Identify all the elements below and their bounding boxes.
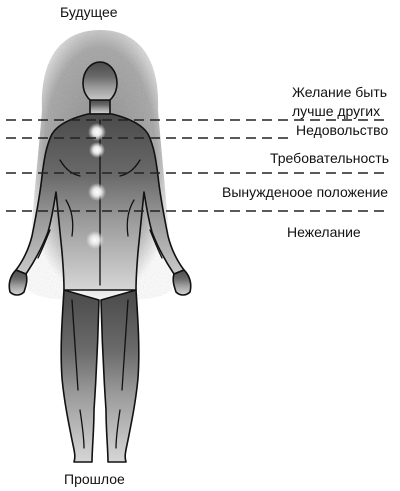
level-label-desire-line2: лучше других [292, 103, 381, 119]
muscle-details [37, 119, 163, 449]
level-label-demanding: Требовательность [270, 150, 390, 166]
energy-points [86, 123, 106, 249]
level-label-forced: Вынужденоое положение [222, 184, 389, 200]
energy-point-abdomen [86, 231, 104, 249]
level-label-discontent: Недовольство [296, 122, 389, 138]
level-label-unwilling: Нежелание [287, 224, 361, 240]
future-label: Будущее [60, 4, 118, 20]
energy-point-chest [88, 183, 106, 201]
energy-point-neck [89, 142, 105, 158]
energy-point-throat [88, 123, 106, 141]
past-label: Прошлое [64, 471, 125, 487]
level-label-desire-line1: Желание быть [292, 84, 388, 100]
level-label-desire: Желание быть лучше других [292, 83, 387, 121]
